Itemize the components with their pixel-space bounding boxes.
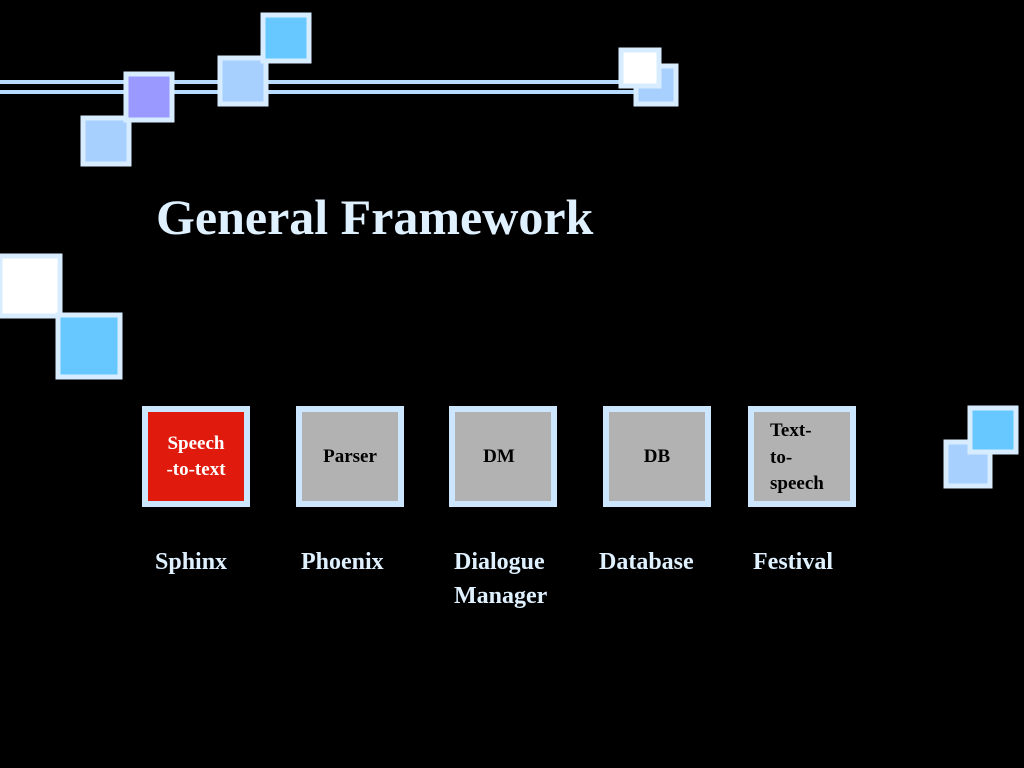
- component-box-parser: Parser: [296, 406, 404, 507]
- deco-square: [217, 55, 269, 107]
- component-box-speech-to-text: Speech -to-text: [142, 406, 250, 507]
- deco-square: [967, 405, 1019, 455]
- component-label-festival: Festival: [753, 549, 833, 575]
- deco-square: [80, 115, 132, 167]
- deco-line-top: [0, 80, 672, 84]
- component-box-text-to-speech: Text- to- speech: [748, 406, 856, 507]
- deco-square: [260, 12, 312, 64]
- component-box-db: DB: [603, 406, 711, 507]
- component-box-text: DB: [643, 445, 671, 467]
- deco-square: [0, 253, 63, 319]
- component-label-sphinx: Sphinx: [155, 549, 228, 575]
- component-box-text: Speech -to-text: [166, 432, 226, 480]
- component-box-dm: DM: [449, 406, 557, 507]
- deco-square: [123, 71, 175, 123]
- component-label-dialogue-manager: Dialogue Manager: [454, 549, 548, 609]
- deco-square: [618, 47, 662, 89]
- component-label-database: Database: [599, 549, 694, 575]
- component-box-text: Parser: [323, 445, 377, 467]
- component-box-text: Text- to- speech: [770, 420, 824, 495]
- component-box-text: DM: [483, 445, 515, 467]
- component-label-phoenix: Phoenix: [301, 549, 384, 575]
- slide-title: General Framework: [156, 189, 594, 245]
- deco-square: [55, 312, 123, 380]
- deco-line-bottom: [0, 90, 672, 94]
